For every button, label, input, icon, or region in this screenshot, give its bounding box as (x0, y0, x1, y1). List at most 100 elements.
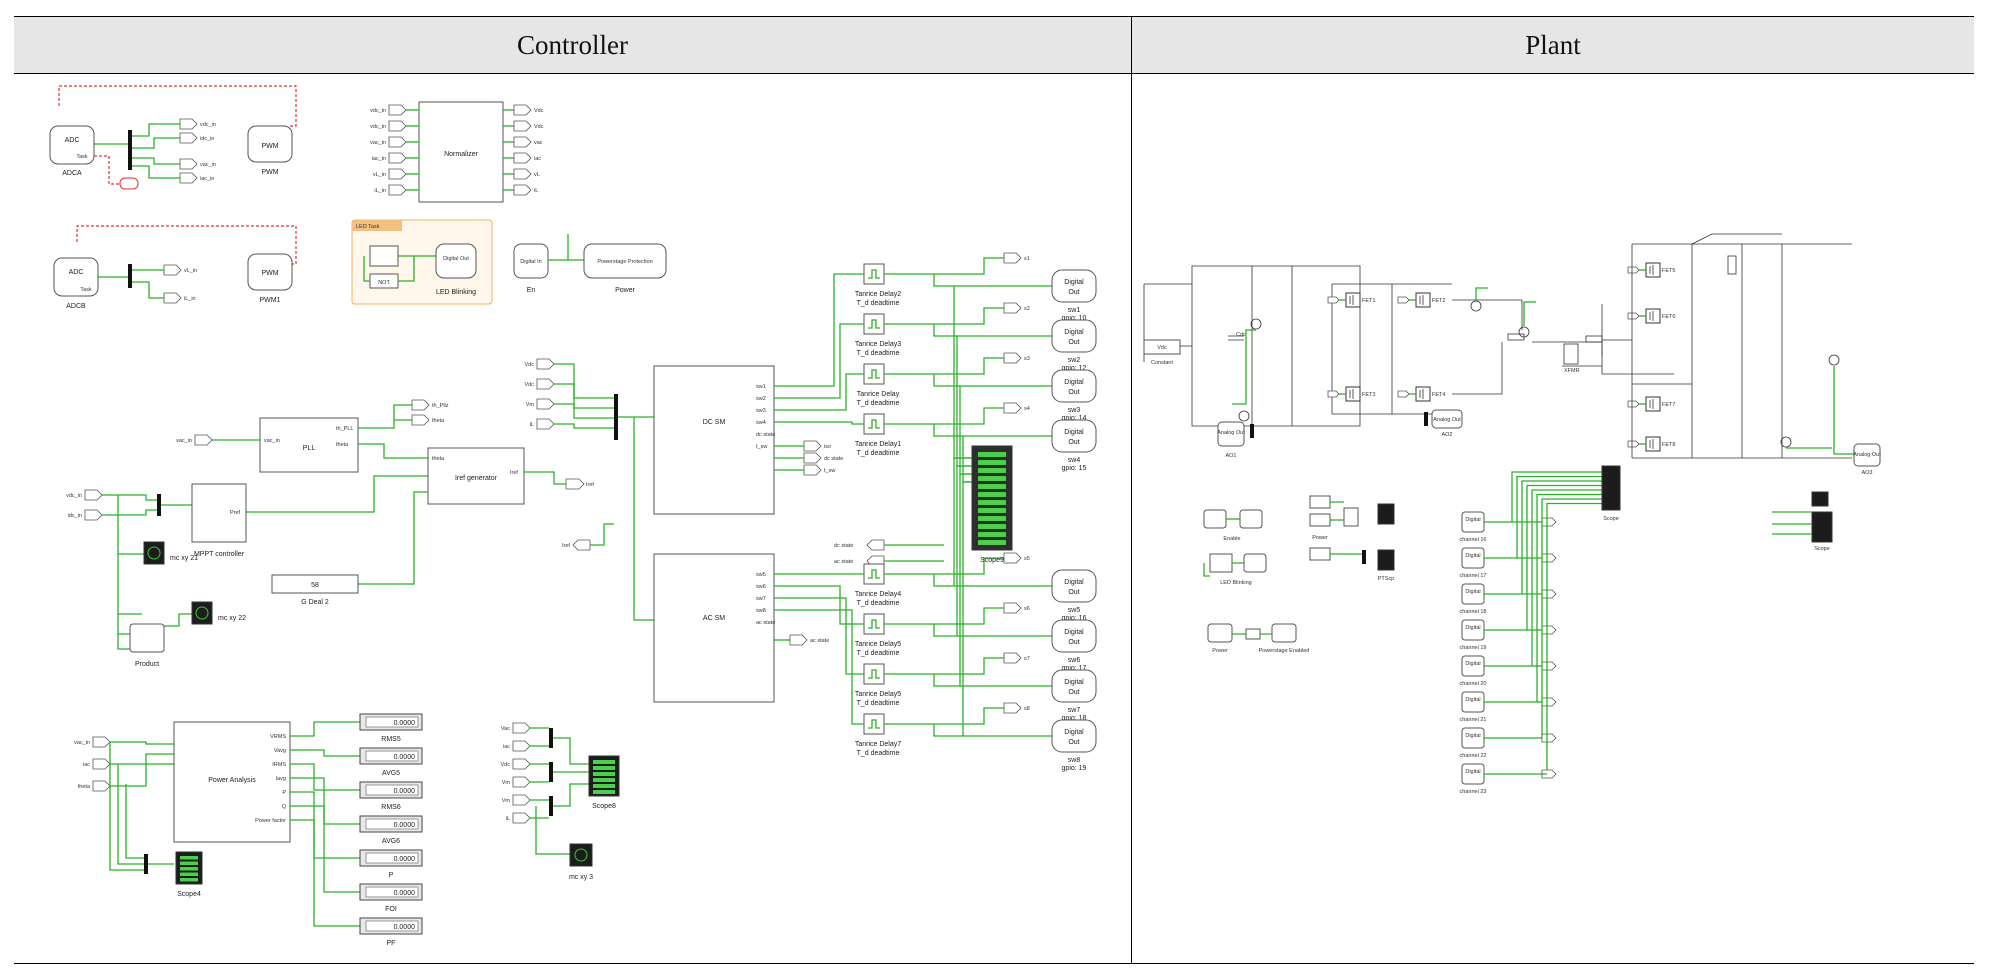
plant-scope-3[interactable] (1601, 465, 1621, 511)
ac-deadtime-2[interactable] (863, 663, 885, 685)
s8-in-tag-5 (512, 812, 531, 824)
pa-port-0: VRMS (270, 734, 286, 740)
dc-deadtime-3-sub: T_d deadtime (857, 450, 900, 457)
scope9-port-7 (978, 508, 1006, 513)
adcb-demux (128, 264, 132, 288)
acsm-port-2: sw7 (756, 596, 766, 602)
pwm1-block[interactable] (247, 253, 293, 291)
plant-digital-in-2[interactable] (1207, 623, 1233, 643)
ac-out-tag-1-text: s6 (1024, 606, 1030, 612)
plant-analog-out2[interactable] (1431, 409, 1463, 429)
ac-digital-out-0[interactable] (1051, 569, 1097, 603)
ac-deadtime-3[interactable] (863, 713, 885, 735)
dcsm-out-tag-0-text: iso (824, 444, 831, 450)
dcsm-port-4: dc state (756, 432, 775, 438)
dc-digital-out-0-t1: Digital (1064, 279, 1084, 286)
plant-enable-label: Enable (1223, 536, 1240, 542)
dc-digital-out-1-gpio: gpio: 12 (1062, 365, 1087, 372)
dc-digital-out-0[interactable] (1051, 269, 1097, 303)
plant-fet-3-label: FET4 (1432, 392, 1445, 398)
plant-meter-1 (1250, 318, 1262, 330)
pll-block[interactable] (259, 417, 359, 473)
pwm-block[interactable] (247, 125, 293, 163)
xy-plot-3[interactable] (569, 843, 593, 867)
dc-digital-out-3[interactable] (1051, 419, 1097, 453)
dc-sm-block[interactable] (653, 365, 775, 515)
plant-source-label: Vdc (1157, 345, 1167, 351)
adca-out-tag-1 (179, 132, 198, 144)
ac-digital-out-2[interactable] (1051, 669, 1097, 703)
s8-in-tag-3-text: Vm (502, 780, 511, 786)
dc-deadtime-3[interactable] (863, 413, 885, 435)
pa-in-tag-0 (92, 736, 111, 748)
powerstage-protection-text: Powerstage Protection (597, 259, 652, 265)
ac-state-from-text: ac state (834, 559, 853, 565)
en-block-text: Digital In (520, 259, 541, 265)
dc-deadtime-1[interactable] (863, 313, 885, 335)
plant-scope-2[interactable] (1377, 549, 1395, 571)
scope4-label: Scope4 (177, 891, 201, 898)
norm-out-tag-0 (513, 104, 532, 116)
dc-digital-out-2[interactable] (1051, 369, 1097, 403)
plant-scope-4[interactable] (1811, 491, 1829, 507)
led-digital-out[interactable] (435, 243, 477, 279)
plant-digital-out-2[interactable] (1243, 553, 1267, 573)
plant-channel-block-7-t: Digital (1465, 769, 1480, 775)
dc-out-tag-3-text: s4 (1024, 406, 1030, 412)
plant-channel-label-2: channel 18 (1460, 609, 1487, 615)
s8-in-tag-4 (512, 794, 531, 806)
plant-scope-5[interactable] (1811, 511, 1833, 543)
dc-deadtime-0-name: Tanrice Delay2 (855, 291, 901, 298)
pll-out2-port: theta (336, 442, 349, 448)
ac-digital-out-1[interactable] (1051, 619, 1097, 653)
normalizer-block[interactable] (418, 101, 504, 203)
dc-digital-out-1[interactable] (1051, 319, 1097, 353)
scope8-port-3 (593, 778, 615, 782)
ac-deadtime-1[interactable] (863, 613, 885, 635)
pll-label: PLL (303, 445, 316, 452)
ac-deadtime-3-name: Tanrice Delay7 (855, 741, 901, 748)
xy-plot-21[interactable] (143, 541, 165, 565)
adca-out-tag-2-text: vac_in (200, 162, 216, 168)
plant-channel-tag-7 (1541, 769, 1557, 779)
dc-deadtime-0[interactable] (863, 263, 885, 285)
display-5-value: 0.0000 (394, 890, 416, 897)
s8-in-tag-0 (512, 722, 531, 734)
ac-digital-out-3[interactable] (1051, 719, 1097, 753)
plant-gate-tag-5 (1627, 312, 1640, 320)
product-block[interactable] (129, 623, 165, 653)
dc-digital-out-3-gpio: gpio: 15 (1062, 465, 1087, 472)
en-digital-in[interactable] (513, 243, 549, 279)
plant-digital-out-1[interactable] (1239, 509, 1263, 529)
scope8-port-5 (593, 790, 615, 794)
plant-digital-in-1[interactable] (1203, 509, 1227, 529)
plant-scope-1[interactable] (1377, 503, 1395, 525)
power-analysis-block[interactable] (173, 721, 291, 843)
plant-digital-out-3[interactable] (1271, 623, 1297, 643)
plant-analog-out1[interactable] (1217, 421, 1245, 447)
dc-deadtime-2[interactable] (863, 363, 885, 385)
plant-channel-block-3-t: Digital (1465, 625, 1480, 631)
xy-plot-22[interactable] (191, 601, 213, 625)
mppt-block[interactable] (191, 483, 247, 543)
plant-source[interactable] (1143, 339, 1181, 355)
dc-digital-out-2-t1: Digital (1064, 379, 1084, 386)
plant-analog-out3[interactable] (1853, 443, 1881, 467)
ac-sm-block[interactable] (653, 553, 775, 703)
norm-out-tag-5 (513, 184, 532, 196)
adca-block[interactable] (49, 125, 95, 165)
mppt-out-port: Pref (230, 510, 241, 516)
adca-out-tag-2 (179, 158, 198, 170)
ac-deadtime-0[interactable] (863, 563, 885, 585)
scope8-mux1 (549, 728, 553, 748)
powerstage-protection-block[interactable] (583, 243, 667, 279)
pwm-title: PWM (261, 143, 278, 150)
iref-out-port: Iref (510, 470, 518, 476)
norm-in-tag-3-text: iac_in (372, 156, 386, 162)
dc-digital-out-2-t2: Out (1068, 389, 1079, 396)
iref-generator-block[interactable] (427, 447, 525, 505)
s8-in-tag-0-text: Vac (501, 726, 510, 732)
ac-digital-out-1-t1: Digital (1064, 629, 1084, 636)
plant-transformer-label: XFMR (1564, 368, 1580, 374)
const-label: G Deal 2 (301, 599, 329, 606)
